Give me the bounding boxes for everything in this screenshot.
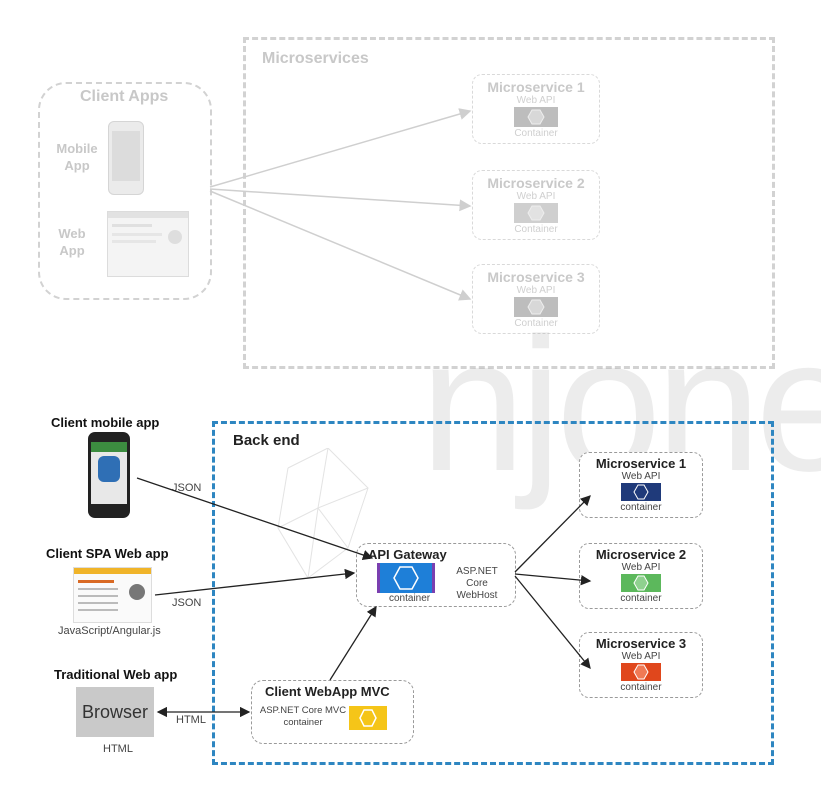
mvc-title: Client WebApp MVC xyxy=(265,684,390,699)
faded-ms3-container: Container xyxy=(514,318,558,329)
faded-ms2-container: Container xyxy=(514,224,558,235)
mvc-box: Client WebApp MVC ASP.NET Core MVC conta… xyxy=(251,680,414,744)
mvc-container-icon xyxy=(349,706,387,730)
ms1-title: Microservice 1 xyxy=(595,456,687,471)
ms1-container: container xyxy=(620,502,662,513)
faded-microservice-2: Microservice 2 Web API Container xyxy=(472,170,600,240)
ms3-title: Microservice 3 xyxy=(595,636,687,651)
traditional-title: Traditional Web app xyxy=(54,667,178,682)
faded-ms2-title: Microservice 2 xyxy=(487,175,585,191)
microservice-1: Microservice 1 Web API container xyxy=(579,452,703,518)
container-icon xyxy=(514,297,558,317)
faded-ms1-container: Container xyxy=(514,128,558,139)
mobile-phone-icon xyxy=(108,121,144,195)
web-app-label: Web App xyxy=(58,226,86,258)
html-label: HTML xyxy=(176,714,206,726)
faded-ms3-api: Web API xyxy=(516,285,556,296)
gateway-host-label: ASP.NET Core WebHost xyxy=(456,566,498,601)
container-icon xyxy=(621,663,661,681)
backend-title: Back end xyxy=(233,432,300,449)
faded-microservice-3: Microservice 3 Web API Container xyxy=(472,264,600,334)
gateway-container-icon xyxy=(377,563,435,593)
json-label-spa: JSON xyxy=(172,597,202,609)
ms3-api: Web API xyxy=(621,651,661,662)
ms2-api: Web API xyxy=(621,562,661,573)
faded-ms1-api: Web API xyxy=(516,95,556,106)
ms3-container: container xyxy=(620,682,662,693)
faded-ms1-title: Microservice 1 xyxy=(487,79,585,95)
browser-box: Browser xyxy=(76,687,154,737)
container-icon xyxy=(514,203,558,223)
container-icon xyxy=(514,107,558,127)
spa-screenshot xyxy=(73,567,152,623)
ms2-title: Microservice 2 xyxy=(595,547,687,562)
microservice-2: Microservice 2 Web API container xyxy=(579,543,703,609)
container-icon xyxy=(621,483,661,501)
json-label-mobile: JSON xyxy=(172,482,202,494)
faded-microservice-1: Microservice 1 Web API Container xyxy=(472,74,600,144)
gateway-container-label: container xyxy=(389,593,431,604)
api-gateway-title: API Gateway xyxy=(368,547,447,562)
faded-ms3-title: Microservice 3 xyxy=(487,269,585,285)
ms1-api: Web API xyxy=(621,471,661,482)
mobile-phone-icon xyxy=(88,432,130,518)
web-page-icon xyxy=(107,211,189,277)
mobile-app-label: Mobile App xyxy=(56,141,98,173)
faded-ms2-api: Web API xyxy=(516,191,556,202)
client-apps-title: Client Apps xyxy=(80,88,169,105)
client-mobile-title: Client mobile app xyxy=(51,415,160,430)
browser-caption: HTML xyxy=(103,743,133,755)
client-spa-title: Client SPA Web app xyxy=(46,546,169,561)
browser-label: Browser xyxy=(81,702,148,722)
microservices-title: Microservices xyxy=(262,50,369,67)
spa-caption: JavaScript/Angular.js xyxy=(58,625,161,637)
ms2-container: container xyxy=(620,593,662,604)
api-gateway-box: API Gateway container ASP.NET Core WebHo… xyxy=(356,543,516,607)
mvc-desc: ASP.NET Core MVC container xyxy=(259,705,347,728)
container-icon xyxy=(621,574,661,592)
microservice-3: Microservice 3 Web API container xyxy=(579,632,703,698)
